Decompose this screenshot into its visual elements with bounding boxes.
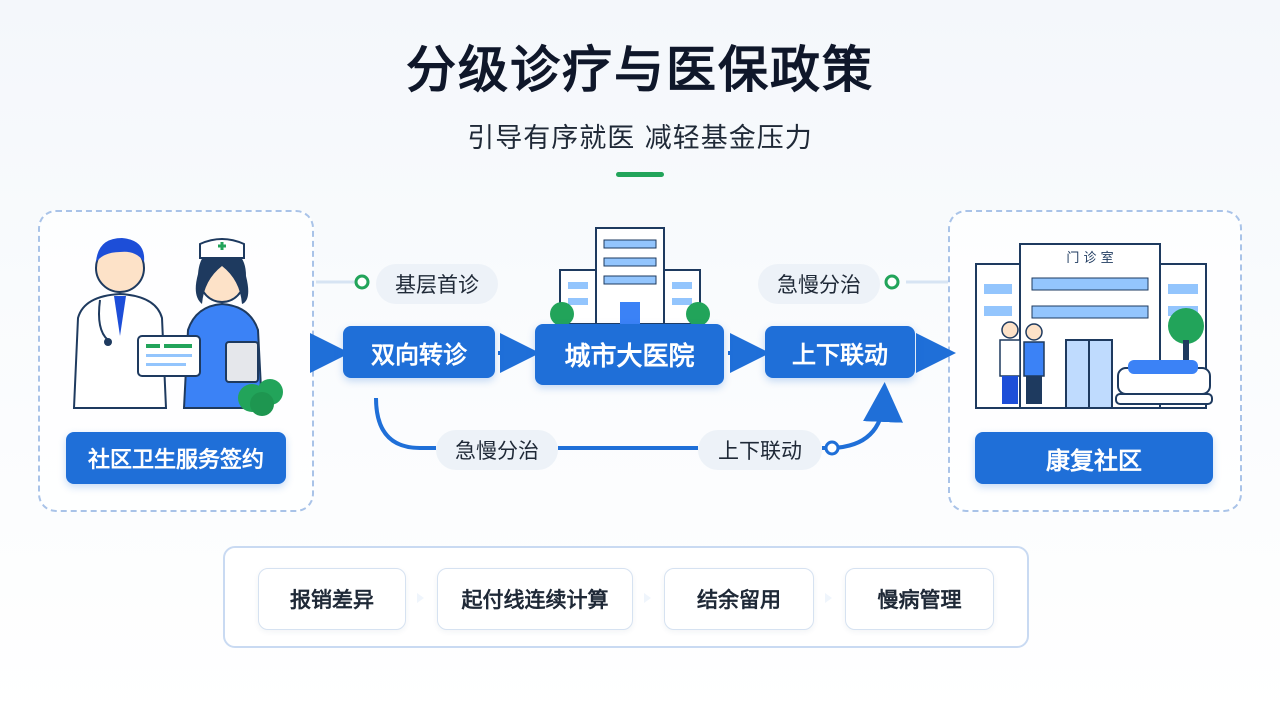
policy-reimbursement-difference: 报销差异 [258,568,406,630]
green-node-right [884,274,900,290]
two-way-referral-box: 双向转诊 [343,326,495,378]
doctor-icon [72,238,168,409]
clinic-sign: 门 诊 室 [1066,250,1113,266]
chronic-acute-pill-top: 急慢分治 [758,264,880,304]
bush-icon [238,379,283,416]
nurse-icon [182,238,264,409]
policy-chronic-management: 慢病管理 [845,568,994,630]
rehab-center-icon: 门 诊 室 [975,243,1213,409]
title-accent-bar [616,172,664,177]
linkage-box: 上下联动 [765,326,915,378]
policy-surplus-retention: 结余留用 [664,568,814,630]
page-subtitle: 引导有序就医 减轻基金压力 [467,123,813,154]
hospital-building-icon [550,227,710,326]
flow-connectors [310,274,956,456]
green-node-left [354,274,370,290]
rehab-community-label: 康复社区 [975,432,1213,484]
community-contract-label: 社区卫生服务签约 [66,432,286,484]
policy-deductible-continuous: 起付线连续计算 [437,568,633,630]
page-title: 分级诊疗与医保政策 [406,41,874,99]
primary-visit-pill: 基层首诊 [376,264,498,304]
linkage-pill-bottom: 上下联动 [698,430,822,470]
chronic-acute-pill-bottom: 急慢分治 [436,430,558,470]
city-hospital-box: 城市大医院 [535,324,724,385]
clipboard-icon [137,335,201,377]
